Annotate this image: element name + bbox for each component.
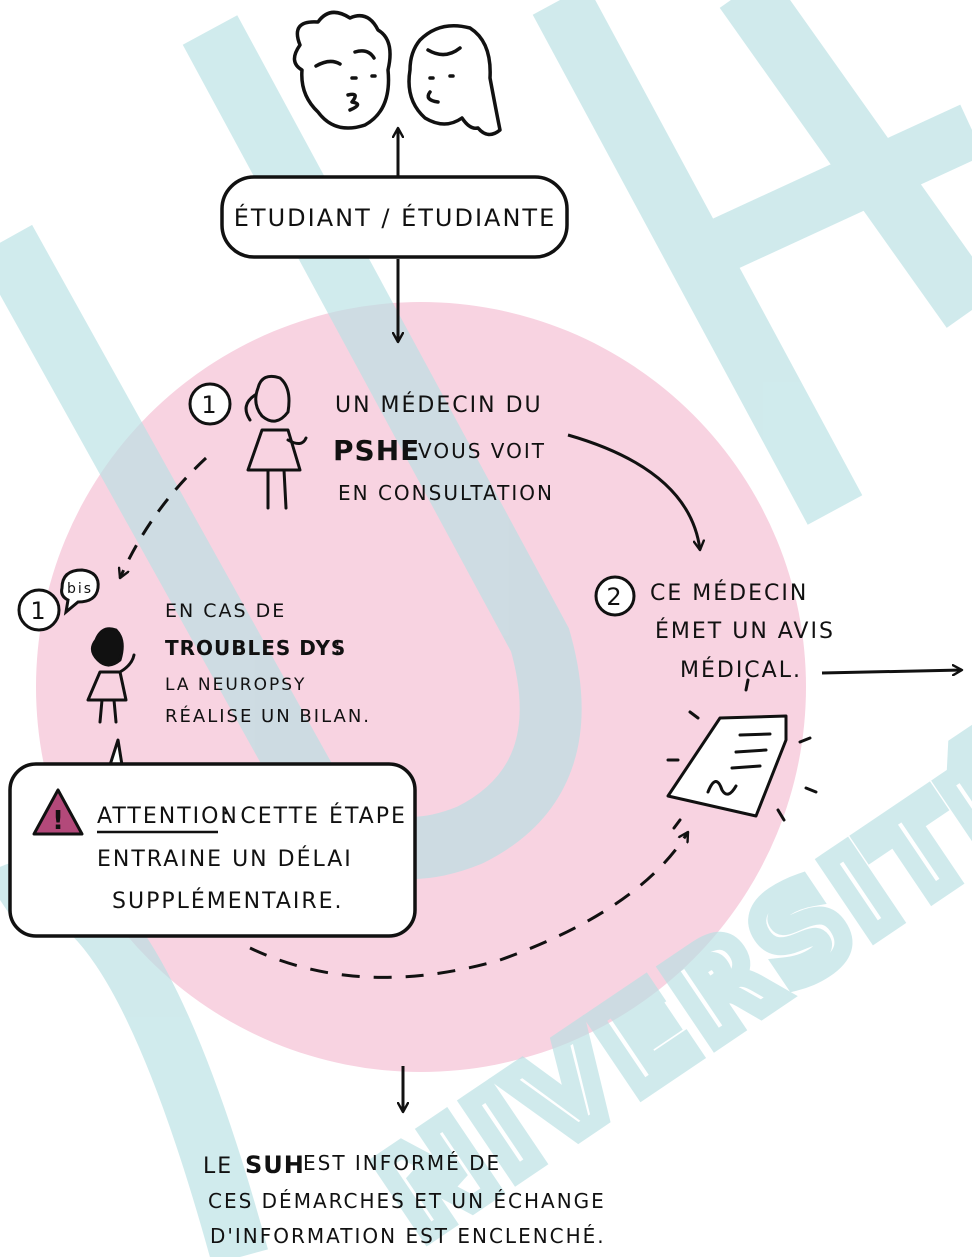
step1bis-line4: RÉALISE UN BILAN. xyxy=(165,705,371,727)
step1bis-line2-bold: TROUBLES DYS xyxy=(165,636,346,660)
watermark-h-right xyxy=(719,0,972,328)
step1-number: 1 xyxy=(201,391,218,419)
watermark-h-crossbar xyxy=(678,104,972,286)
face-right-bangs xyxy=(426,46,462,57)
arrow-step2-right xyxy=(821,670,962,673)
warning-label-rest: : CETTE ÉTAPE xyxy=(222,803,407,829)
student-label-text: ÉTUDIANT / ÉTUDIANTE xyxy=(234,203,556,232)
step2-line3: MÉDICAL. xyxy=(680,657,802,683)
students-faces-illustration xyxy=(292,10,502,137)
step1bis-number: 1 xyxy=(30,597,47,625)
step2-number: 2 xyxy=(606,583,623,611)
student-face-left xyxy=(292,10,392,130)
bottom-line2: CES DÉMARCHES ET UN ÉCHANGE xyxy=(208,1189,606,1213)
warning-box-connector xyxy=(108,738,124,766)
step1bis-tag: bis xyxy=(67,581,93,597)
face-left-mouth xyxy=(346,92,360,112)
face-left-hair-curls xyxy=(314,49,376,68)
arrow-step1-to-step2 xyxy=(567,433,700,550)
bottom-line1-post: EST INFORMÉ DE xyxy=(303,1151,501,1175)
step2-line2: ÉMET UN AVIS xyxy=(655,618,835,644)
step1-line2-rest: VOUS VOIT xyxy=(418,439,546,463)
step2-line1: CE MÉDECIN xyxy=(650,580,808,606)
step2-badge: 2 xyxy=(594,575,636,617)
bottom-line3: D'INFORMATION EST ENCLENCHÉ. xyxy=(210,1224,606,1248)
step1bis-line2-rest: : xyxy=(334,634,343,658)
warning-label-underlined: ATTENTION xyxy=(97,804,239,829)
svg-text:!: ! xyxy=(52,806,64,836)
step1bis-line3: LA NEUROPSY xyxy=(165,675,306,695)
bottom-line1-pre: LE xyxy=(203,1154,233,1179)
step1-line3: EN CONSULTATION xyxy=(338,481,554,505)
face-left-eyes xyxy=(350,74,377,80)
doctor-figure-icon xyxy=(244,374,308,510)
medical-document-icon xyxy=(666,678,818,830)
warning-triangle-icon: ! xyxy=(32,788,84,836)
dashed-arrow-to-step2 xyxy=(249,832,690,979)
student-label-box xyxy=(220,175,569,259)
step1-badge: 1 xyxy=(188,382,232,426)
step1bis-badge: 1 bis xyxy=(17,568,100,632)
warning-box xyxy=(8,762,417,938)
neuropsy-figure-icon xyxy=(86,627,136,724)
step1-line2-bold: PSHE xyxy=(333,434,420,467)
step1bis-line1: EN CAS DE xyxy=(165,600,286,622)
student-face-right xyxy=(407,24,502,137)
face-right-mouth xyxy=(426,90,440,104)
face-right-eyes xyxy=(428,74,455,80)
step1-line1: UN MÉDECIN DU xyxy=(335,392,543,418)
warning-line2: ENTRAINE UN DÉLAI xyxy=(97,846,353,872)
bottom-line1-bold: SUH xyxy=(245,1151,305,1179)
warning-line3: SUPPLÉMENTAIRE. xyxy=(112,888,344,914)
